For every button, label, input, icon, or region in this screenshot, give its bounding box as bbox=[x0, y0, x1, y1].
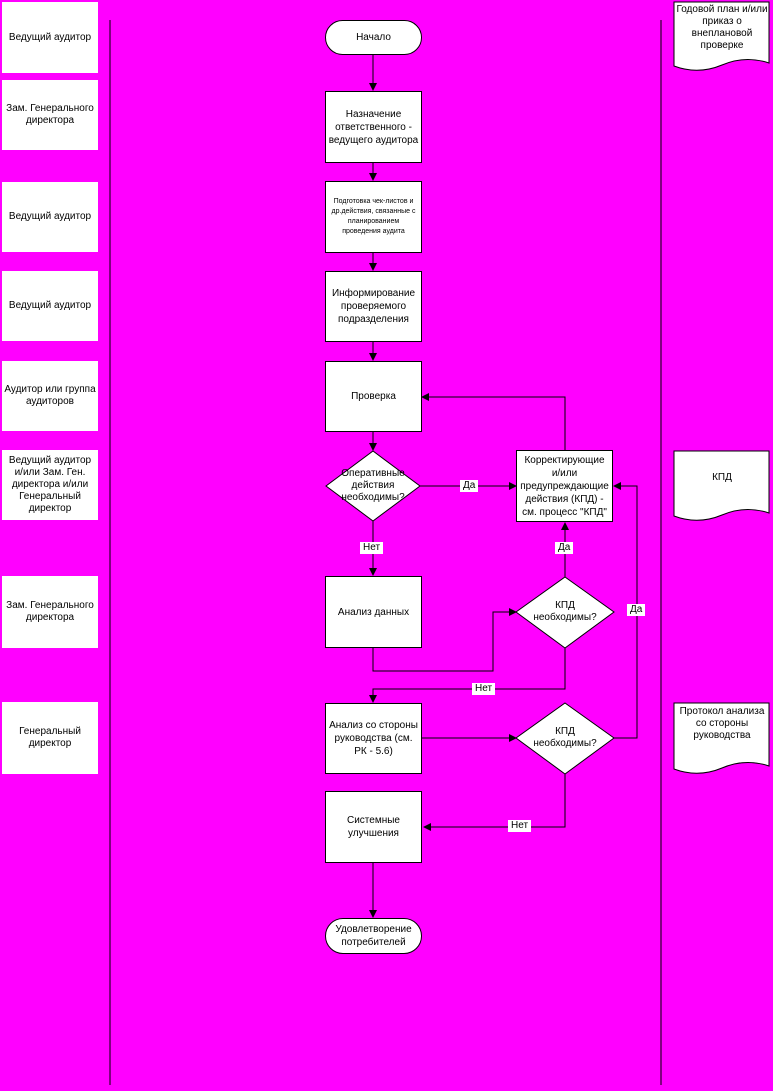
label-yes-kpd-1: Да bbox=[555, 542, 574, 554]
step-prepare-checklists: Подготовка чек-листов и др.действия, свя… bbox=[325, 181, 422, 253]
role-lead-auditor-1: Ведущий аудитор bbox=[2, 2, 98, 73]
role-combined: Ведущий аудитор и/или Зам. Ген. директор… bbox=[2, 450, 98, 520]
doc-plan-text: Годовой план и/или приказ о внеплановой … bbox=[676, 4, 768, 51]
step-inform-unit: Информирование проверяемого подразделени… bbox=[325, 271, 422, 342]
decision-operative bbox=[325, 450, 421, 522]
decision-kpd-2 bbox=[515, 702, 615, 775]
role-lead-auditor-2: Ведущий аудитор bbox=[2, 182, 98, 252]
decision-kpd-1 bbox=[515, 576, 615, 649]
label-no-kpd-1: Нет bbox=[472, 683, 496, 695]
role-lead-auditor-3: Ведущий аудитор bbox=[2, 271, 98, 341]
step-kpd-actions: Корректирующие и/или предупреждающие дей… bbox=[516, 450, 613, 522]
end-terminal: Удовлетворение потребителей bbox=[325, 918, 422, 954]
label-no-kpd-2: Нет bbox=[508, 820, 532, 832]
decision-operative-text: Оперативные действия необходимы? bbox=[341, 468, 405, 503]
step-data-analysis: Анализ данных bbox=[325, 576, 422, 648]
step-management-review: Анализ со стороны руководства (см. РК - … bbox=[325, 703, 422, 774]
doc-kpd-text: КПД bbox=[712, 472, 732, 483]
label-no-operative: Нет bbox=[360, 542, 384, 554]
step-check: Проверка bbox=[325, 361, 422, 432]
role-general-director: Генеральный директор bbox=[2, 702, 98, 774]
role-deputy-gd-2: Зам. Генерального директора bbox=[2, 576, 98, 648]
label-yes-kpd-2: Да bbox=[627, 604, 646, 616]
doc-protocol-text: Протокол анализа со стороны руководства bbox=[679, 706, 765, 741]
role-auditor-group: Аудитор или группа аудиторов bbox=[2, 361, 98, 431]
decision-kpd-2-text: КПД необходимы? bbox=[533, 726, 597, 749]
doc-kpd-shape bbox=[673, 450, 770, 521]
role-deputy-gd-1: Зам. Генерального директора bbox=[2, 80, 98, 150]
doc-plan-shape bbox=[673, 1, 770, 71]
start-terminal: Начало bbox=[325, 20, 422, 55]
decision-kpd-1-text: КПД необходимы? bbox=[533, 600, 597, 623]
step-system-improvements: Системные улучшения bbox=[325, 791, 422, 863]
step-assign-auditor: Назначение ответственного - ведущего ауд… bbox=[325, 91, 422, 163]
label-yes-operative: Да bbox=[460, 480, 479, 492]
doc-protocol-shape bbox=[673, 702, 770, 774]
